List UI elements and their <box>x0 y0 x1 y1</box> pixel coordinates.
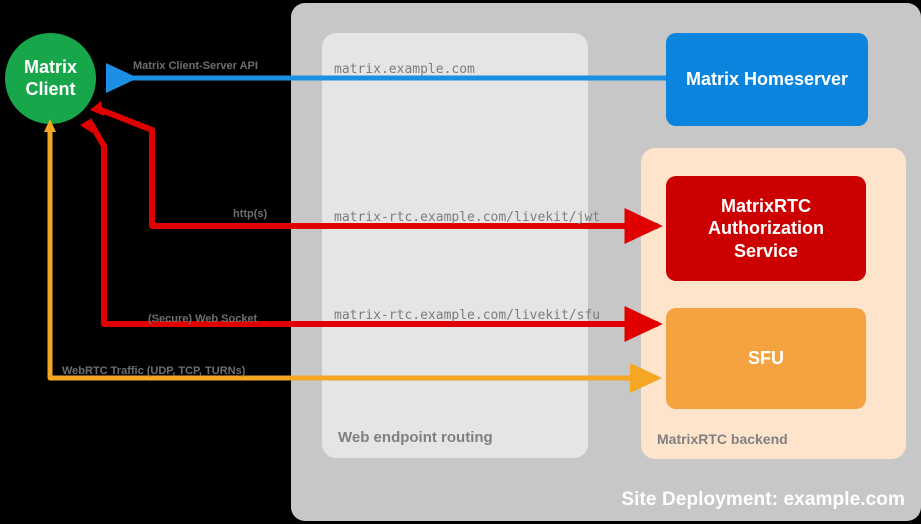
link-label-https: http(s) <box>233 208 268 220</box>
node-matrix-homeserver[interactable]: Matrix Homeserver <box>666 33 868 126</box>
link-label-matrix-client-server-api: Matrix Client-Server API <box>133 60 258 72</box>
endpoint-url-livekit-jwt: matrix-rtc.example.com/livekit/jwt <box>334 210 601 225</box>
matrix-homeserver-label: Matrix Homeserver <box>685 69 849 89</box>
web-endpoint-routing-label: Web endpoint routing <box>338 429 493 446</box>
node-sfu[interactable]: SFU <box>666 308 866 409</box>
matrix-client-line2: Client <box>25 78 76 99</box>
web-endpoint-routing-container: Web endpoint routing <box>322 33 588 458</box>
auth-service-line1: MatrixRTC <box>720 195 811 216</box>
matrixrtc-backend-label: MatrixRTC backend <box>657 431 788 447</box>
arrowhead-websocket-into-client <box>80 118 92 133</box>
link-label-webrtc-traffic: WebRTC Traffic (UDP, TCP, TURNs) <box>62 365 246 377</box>
node-matrix-client[interactable]: Matrix Client <box>5 33 96 124</box>
arrowhead-https-into-client <box>90 101 104 116</box>
endpoint-url-livekit-sfu: matrix-rtc.example.com/livekit/sfu <box>334 308 601 323</box>
auth-service-line2: Authorization <box>708 218 824 239</box>
node-matrixrtc-authorization-service[interactable]: MatrixRTC Authorization Service <box>666 176 866 281</box>
endpoint-url-matrix: matrix.example.com <box>334 62 475 77</box>
auth-service-line3: Service <box>733 240 799 261</box>
site-deployment-label: Site Deployment: example.com <box>621 489 905 510</box>
matrix-client-line1: Matrix <box>23 57 77 78</box>
link-label-secure-web-socket: (Secure) Web Socket <box>148 313 258 325</box>
sfu-label: SFU <box>748 348 784 368</box>
